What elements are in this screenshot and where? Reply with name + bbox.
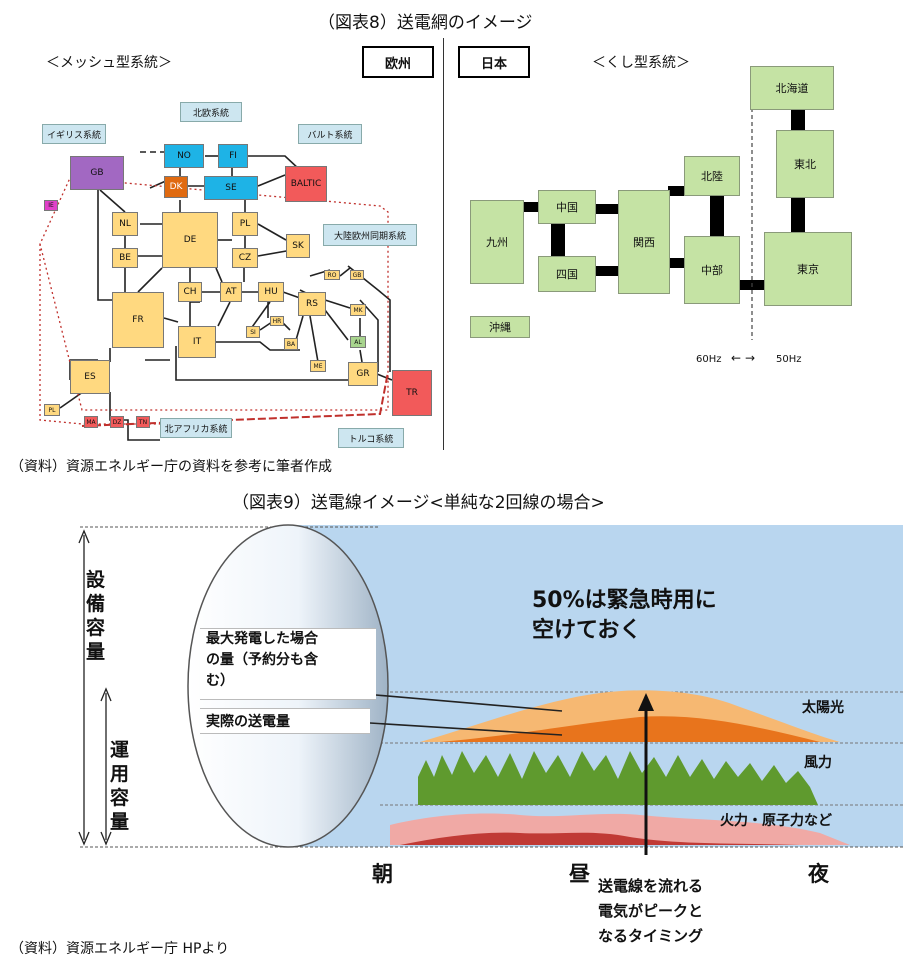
node-si: SI — [246, 326, 260, 338]
figure9-source: （資料）資源エネルギー庁 HPより — [10, 941, 230, 957]
turkey-system-label: トルコ系統 — [338, 428, 404, 448]
figure9-title: （図表9）送電線イメージ<単純な2回線の場合> — [232, 493, 605, 513]
node-gr: GR — [348, 362, 378, 386]
baltic-system-label: バルト系統 — [298, 124, 362, 144]
north-africa-system-label: 北アフリカ系統 — [160, 418, 232, 438]
nordic-system-label: 北欧系統 — [180, 102, 242, 122]
node-hokuriku: 北陸 — [684, 156, 740, 196]
node-de: DE — [162, 212, 218, 268]
uk-system-label: イギリス系統 — [42, 124, 106, 144]
time-night: 夜 — [808, 862, 829, 886]
node-me: ME — [310, 360, 326, 372]
max-generation-label-box: 最大発電した場合 の量（予約分も含 む） — [200, 628, 376, 700]
comb-type-label: ＜くし型系統＞ — [592, 55, 690, 71]
node-hokkaido: 北海道 — [750, 66, 834, 110]
figure8-title: （図表8）送電網のイメージ — [318, 13, 533, 33]
peak-line2: 電気がピークと — [598, 902, 704, 920]
node-pl: PL — [232, 212, 258, 236]
japan-tab: 日本 — [458, 46, 530, 78]
node-ma: MA — [84, 416, 98, 428]
node-chubu: 中部 — [684, 236, 740, 304]
node-fi: FI — [218, 144, 248, 168]
peak-line3: なるタイミング — [598, 927, 704, 945]
japan-connection-lines — [524, 108, 805, 340]
europe-tab: 欧州 — [362, 46, 434, 78]
node-es: ES — [70, 360, 110, 394]
node-okinawa: 沖縄 — [470, 316, 530, 338]
figure-divider — [443, 38, 444, 450]
node-dz: DZ — [110, 416, 124, 428]
peak-timing-label: 送電線を流れる 電気がピークと なるタイミング — [598, 874, 703, 949]
mesh-type-label: ＜メッシュ型系統＞ — [46, 55, 172, 71]
node-fr: FR — [112, 292, 164, 348]
node-kyushu: 九州 — [470, 200, 524, 284]
node-bg: GB — [350, 270, 364, 280]
node-ro: RO — [324, 270, 340, 280]
node-pt: PL — [44, 404, 60, 416]
thermal-layer-label: 火力・原子力など — [720, 813, 832, 829]
node-mk: MK — [350, 304, 366, 316]
node-se: SE — [204, 176, 258, 200]
time-noon: 昼 — [569, 862, 590, 886]
node-nl: NL — [112, 212, 138, 236]
freq-60hz-label: 60Hz — [696, 354, 722, 365]
max-generation-line3: む） — [206, 673, 234, 689]
max-generation-line2: の量（予約分も含 — [206, 652, 318, 668]
peak-line1: 送電線を流れる — [598, 877, 704, 895]
freq-arrow: ←→ — [731, 351, 760, 365]
node-ie: IE — [44, 200, 58, 211]
solar-layer-label: 太陽光 — [802, 700, 844, 716]
actual-transmission-label: 実際の送電量 — [200, 708, 370, 734]
node-no: NO — [164, 144, 204, 168]
node-be: BE — [112, 248, 138, 268]
node-dk: DK — [164, 176, 188, 198]
node-ba: BA — [284, 338, 298, 350]
node-gb: GB — [70, 156, 124, 190]
continental-system-label: 大陸欧州同期系統 — [323, 224, 417, 246]
node-sk: SK — [286, 234, 310, 258]
headline-line2: 空けておく — [532, 618, 642, 643]
node-cz: CZ — [232, 248, 258, 268]
node-at: AT — [220, 282, 242, 302]
node-al: AL — [350, 336, 366, 348]
node-tr: TR — [392, 370, 432, 416]
node-hr: HR — [270, 316, 284, 326]
node-tn: TN — [136, 416, 150, 428]
freq-50hz-label: 50Hz — [776, 354, 802, 365]
node-tokyo: 東京 — [764, 232, 852, 306]
node-it: IT — [178, 326, 216, 358]
capacity-axis-label: 設備容量 — [86, 569, 106, 663]
wind-layer-label: 風力 — [804, 755, 832, 771]
headline-line1: 50%は緊急時用に — [532, 588, 717, 613]
node-kansai: 関西 — [618, 190, 670, 294]
node-chugoku: 中国 — [538, 190, 596, 224]
node-rs: RS — [298, 292, 326, 316]
node-tohoku: 東北 — [776, 130, 834, 198]
node-baltic: BALTIC — [285, 166, 327, 202]
figure8-source: （資料）資源エネルギー庁の資料を参考に筆者作成 — [10, 459, 332, 475]
time-morning: 朝 — [372, 862, 393, 886]
operational-capacity-label: 運用容量 — [110, 739, 130, 833]
max-generation-line1: 最大発電した場合 — [206, 631, 318, 647]
transmission-line-diagram — [78, 524, 903, 855]
node-ch: CH — [178, 282, 202, 302]
node-shikoku: 四国 — [538, 256, 596, 292]
node-hu: HU — [258, 282, 284, 302]
